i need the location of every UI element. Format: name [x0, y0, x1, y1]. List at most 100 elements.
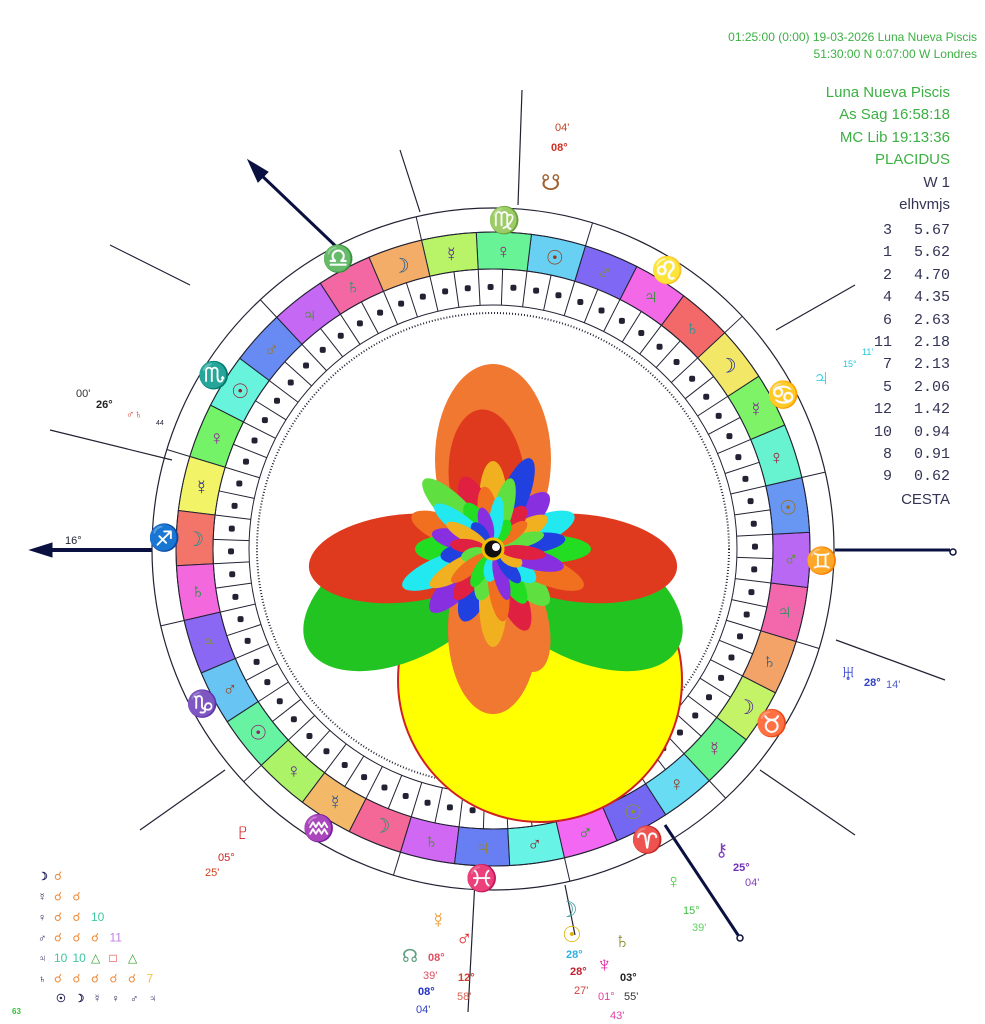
- neptune-icon: ♆: [596, 952, 613, 977]
- term-mark: [656, 343, 663, 350]
- south-node-min: 04': [555, 122, 569, 134]
- saturn-deg: 03°: [620, 972, 637, 984]
- decan-ruler-glyph: ☉: [546, 247, 564, 269]
- score-house: 1: [882, 244, 892, 262]
- mercury-icon: ☿: [430, 908, 447, 933]
- decan-ruler-glyph: ♃: [475, 837, 490, 859]
- decan-ruler-glyph: ♄: [685, 317, 700, 339]
- aspect-cell: ☌: [73, 972, 81, 986]
- decan-ruler-glyph: ☽: [373, 815, 391, 837]
- energy-flower: [303, 364, 683, 823]
- left-planets-min: 00': [76, 388, 90, 400]
- score-value: 2.63: [913, 311, 950, 329]
- small-petal: [470, 522, 490, 544]
- decan-ruler-glyph: ☉: [624, 802, 642, 824]
- small-petal: [446, 521, 487, 547]
- term-mark: [228, 548, 235, 555]
- score-value: 5.62: [913, 244, 950, 262]
- term-mark: [244, 637, 251, 644]
- ascendant: As Sag 16:58:18: [839, 106, 950, 124]
- score-house: 12: [873, 401, 892, 419]
- decan-ruler-glyph: ☉: [231, 381, 249, 403]
- score-value: 5.67: [913, 222, 950, 239]
- term-mark: [577, 298, 584, 305]
- mars-deg: 12°: [458, 972, 475, 984]
- decan-ruler-glyph: ♂: [578, 822, 593, 844]
- term-mark: [715, 412, 722, 419]
- small-petal: [492, 556, 511, 601]
- decan-ruler-glyph: ♄: [190, 581, 205, 603]
- score-value: 4.35: [913, 289, 950, 307]
- term-mark: [306, 732, 313, 739]
- neptune-min: 43': [610, 1010, 624, 1022]
- term-mark: [323, 748, 330, 755]
- mars-icon: ♂: [456, 926, 473, 951]
- aspect-row-planet: ♀: [38, 912, 46, 924]
- score-value: 0.62: [913, 468, 950, 486]
- term-mark: [319, 346, 326, 353]
- decan-ruler-glyph: ♂: [597, 263, 612, 285]
- aspect-row-planet: ☿: [38, 892, 46, 904]
- small-petal: [498, 520, 528, 546]
- term-mark: [743, 611, 750, 618]
- jupiter-min: 11': [862, 347, 873, 357]
- small-petal: [500, 531, 545, 550]
- aspect-count: 63: [12, 1007, 21, 1016]
- zodiac-sign-glyph: ♑: [186, 689, 218, 719]
- decan-ruler-glyph: ☽: [392, 256, 410, 278]
- zodiac-sign-glyph: ♈: [631, 824, 663, 854]
- zodiac-sign-glyph: ♐: [148, 523, 180, 553]
- decan-ruler-glyph: ☿: [328, 792, 343, 814]
- decan-ruler-glyph: ♂: [222, 679, 237, 701]
- term-mark: [261, 417, 268, 424]
- aspect-cell: ☌: [73, 931, 81, 945]
- aspect-cell: 10: [91, 910, 105, 924]
- decan-ruler-glyph: ☉: [779, 497, 797, 519]
- zodiac-signs: ♈♉♊♋♌♍♎♏♐♑♒♓: [148, 205, 838, 893]
- zodiac-sign-glyph: ♒: [303, 813, 335, 843]
- term-mark: [689, 375, 696, 382]
- term-mark: [692, 712, 699, 719]
- angle-axes: [28, 158, 957, 942]
- aspect-cell: 11: [110, 931, 123, 945]
- term-mark: [487, 284, 494, 291]
- score-house: 8: [882, 446, 892, 464]
- decan-ruler-glyph: ♀: [209, 428, 224, 450]
- term-mark: [598, 307, 605, 314]
- term-mark: [290, 716, 297, 723]
- code: elhvmjs: [899, 196, 950, 214]
- aspect-col-planet: ♀: [112, 993, 120, 1005]
- decan-ruler-glyph: ♂: [783, 549, 798, 571]
- sun-deg: 28°: [570, 966, 587, 978]
- term-mark: [229, 571, 236, 578]
- aspect-row-planet: ♄: [38, 974, 46, 986]
- term-mark: [361, 774, 368, 781]
- decan-ruler-glyph: ☽: [186, 529, 204, 551]
- house-cusp-lines: [49, 89, 946, 1013]
- aspect-col-planet: ☿: [93, 993, 101, 1005]
- header-line-1: 01:25:00 (0:00) 19-03-2026 Luna Nueva Pi…: [728, 30, 977, 44]
- north-node-icon: ☊: [402, 946, 418, 966]
- venus-deg: 15°: [683, 905, 700, 917]
- zodiac-sign-glyph: ♎: [322, 244, 354, 274]
- degree-circle: [256, 312, 730, 786]
- term-mark: [337, 332, 344, 339]
- decan-ruler-glyph: ♄: [424, 831, 439, 853]
- decan-ruler-glyph: ♀: [669, 774, 684, 796]
- decan-ruler-glyph: ☿: [707, 738, 722, 760]
- term-mark: [237, 616, 244, 623]
- score-value: 0.94: [913, 423, 950, 441]
- aspect-cell: ☌: [91, 972, 99, 986]
- chiron-deg: 25°: [733, 862, 750, 874]
- decan-ruler-glyph: ♂: [527, 834, 542, 856]
- score-value: 4.70: [913, 266, 950, 284]
- decan-ruler-glyph: ♃: [643, 286, 658, 308]
- decan-ruler-glyph: ☉: [249, 723, 267, 745]
- aspect-cell: ☌: [91, 931, 99, 945]
- center-symbol: [481, 537, 505, 561]
- south-node-deg: 08°: [551, 142, 568, 154]
- decan-ruler-glyph: ♀: [496, 241, 511, 263]
